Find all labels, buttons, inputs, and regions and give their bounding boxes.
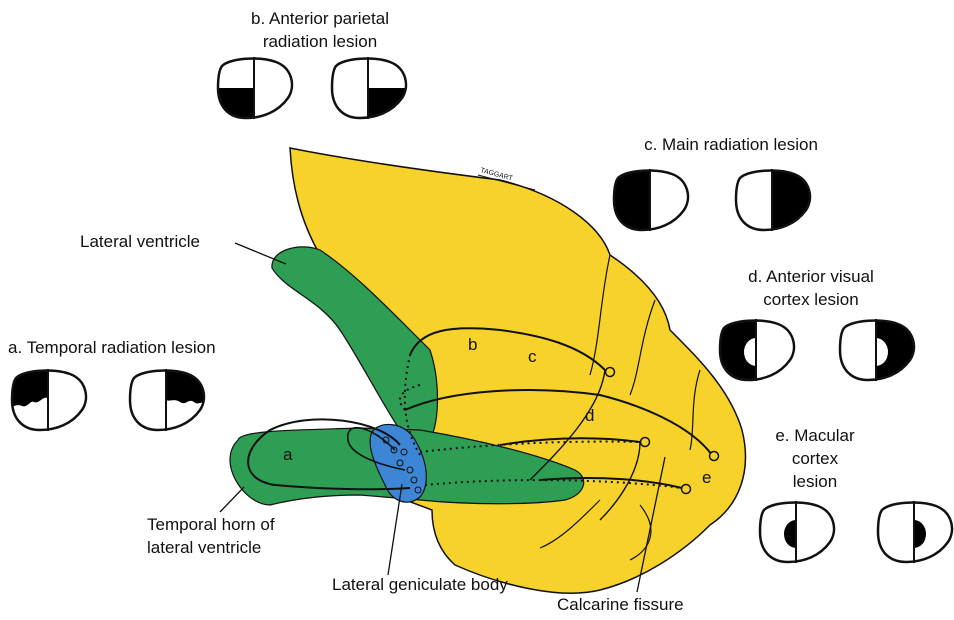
visual-field-e-left-eye xyxy=(760,501,834,563)
lesion-point-c: c xyxy=(528,347,537,366)
label-temporal-radiation: a. Temporal radiation lesion xyxy=(8,338,216,357)
label-anterior-visual: d. Anterior visual xyxy=(748,267,874,286)
label-macular: e. Macular xyxy=(775,426,855,445)
radiation-terminal xyxy=(710,452,719,461)
lesion-point-b: b xyxy=(468,335,477,354)
label-anterior-parietal-2: radiation lesion xyxy=(263,32,377,51)
visual-field-a-left-eye xyxy=(10,368,86,431)
label-temporal-horn: Temporal horn of xyxy=(147,515,275,534)
radiation-terminal xyxy=(606,368,615,377)
lesion-point-d: d xyxy=(585,406,594,425)
visual-field-d-right-eye xyxy=(840,318,918,382)
visual-field-c-right-eye xyxy=(736,168,814,232)
visual-field-a-right-eye xyxy=(130,368,208,431)
leader-temporal-horn xyxy=(220,487,244,512)
label-lateral-geniculate: Lateral geniculate body xyxy=(332,575,508,594)
lesion-point-a: a xyxy=(283,445,293,464)
label-temporal-horn-2: lateral ventricle xyxy=(147,538,261,557)
visual-field-e-right-eye xyxy=(878,501,952,563)
label-anterior-parietal: b. Anterior parietal xyxy=(251,9,389,28)
label-lateral-ventricle: Lateral ventricle xyxy=(80,232,200,251)
visual-field-d-left-eye xyxy=(718,318,794,382)
label-macular-2: cortex xyxy=(792,449,839,468)
radiation-terminal xyxy=(682,485,691,494)
radiation-terminal xyxy=(641,438,650,447)
label-calcarine: Calcarine fissure xyxy=(557,595,684,614)
label-anterior-visual-2: cortex lesion xyxy=(763,290,858,309)
visual-field-c-left-eye xyxy=(612,168,688,232)
label-main-radiation: c. Main radiation lesion xyxy=(644,135,818,154)
lesion-point-e: e xyxy=(702,468,711,487)
label-macular-3: lesion xyxy=(793,472,837,491)
visual-field-b-left-eye xyxy=(216,57,292,120)
visual-field-b-right-eye xyxy=(332,57,410,120)
